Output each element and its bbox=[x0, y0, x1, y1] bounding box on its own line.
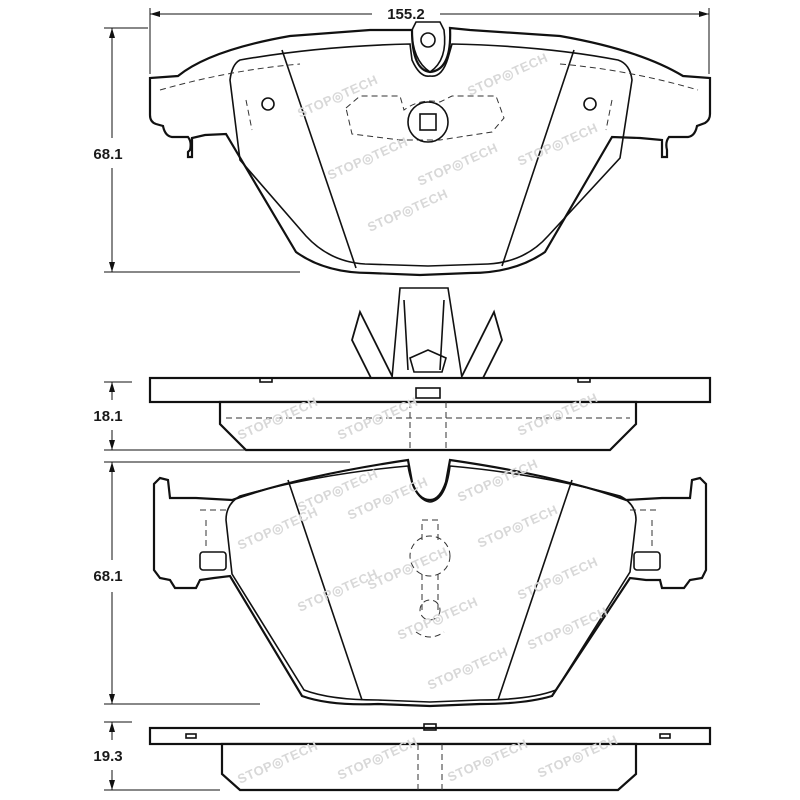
friction-material-bottom bbox=[225, 465, 637, 703]
pad-top-view: STOP◎TECH STOP◎TECH STOP◎TECH STOP◎TECH … bbox=[148, 21, 712, 277]
center-boss-top bbox=[407, 101, 449, 143]
spring-clip bbox=[391, 287, 463, 379]
locator-hole-left bbox=[261, 97, 275, 111]
clip-tab-right bbox=[633, 551, 661, 571]
dimension-thickness-1: 18.1 bbox=[93, 381, 380, 451]
dimension-width: 155.2 bbox=[149, 6, 710, 74]
locator-hole-right bbox=[583, 97, 597, 111]
thickness-1-label: 18.1 bbox=[93, 408, 122, 425]
dimension-height-top: 68.1 bbox=[93, 27, 300, 273]
chamfer-slot-right bbox=[501, 49, 575, 267]
dimension-height-bottom: 68.1 bbox=[93, 461, 350, 705]
chamfer-slot-right-bottom bbox=[497, 479, 573, 701]
pad-side-view-1: STOP◎TECH STOP◎TECH STOP◎TECH bbox=[148, 287, 712, 452]
lower-hole-bottom bbox=[419, 599, 441, 621]
friction-material-side-2 bbox=[220, 742, 638, 792]
top-tab bbox=[411, 21, 446, 73]
chamfer-slot-left bbox=[281, 49, 357, 269]
clip-tab-left bbox=[199, 551, 227, 571]
height-top-label: 68.1 bbox=[93, 146, 122, 163]
thickness-2-label: 19.3 bbox=[93, 748, 122, 765]
spring-arm-right bbox=[461, 309, 503, 381]
friction-material-side-1 bbox=[218, 400, 638, 452]
dimension-thickness-2: 19.3 bbox=[93, 721, 220, 791]
hidden-clip-outline-top bbox=[345, 95, 505, 141]
pad-bottom-view: STOP◎TECH STOP◎TECH STOP◎TECH STOP◎TECH … bbox=[152, 456, 708, 708]
center-boss-bottom bbox=[409, 535, 451, 577]
center-square-top bbox=[419, 113, 437, 131]
height-bottom-label: 68.1 bbox=[93, 568, 122, 585]
pad-side-view-2: STOP◎TECH STOP◎TECH STOP◎TECH STOP◎TECH bbox=[148, 723, 712, 792]
width-label: 155.2 bbox=[387, 6, 425, 23]
hidden-profile-top bbox=[159, 63, 699, 131]
spring-arm-left bbox=[351, 309, 393, 381]
tab-hole bbox=[420, 32, 436, 48]
chamfer-slot-left-bottom bbox=[287, 479, 363, 701]
friction-material-top bbox=[229, 43, 633, 267]
